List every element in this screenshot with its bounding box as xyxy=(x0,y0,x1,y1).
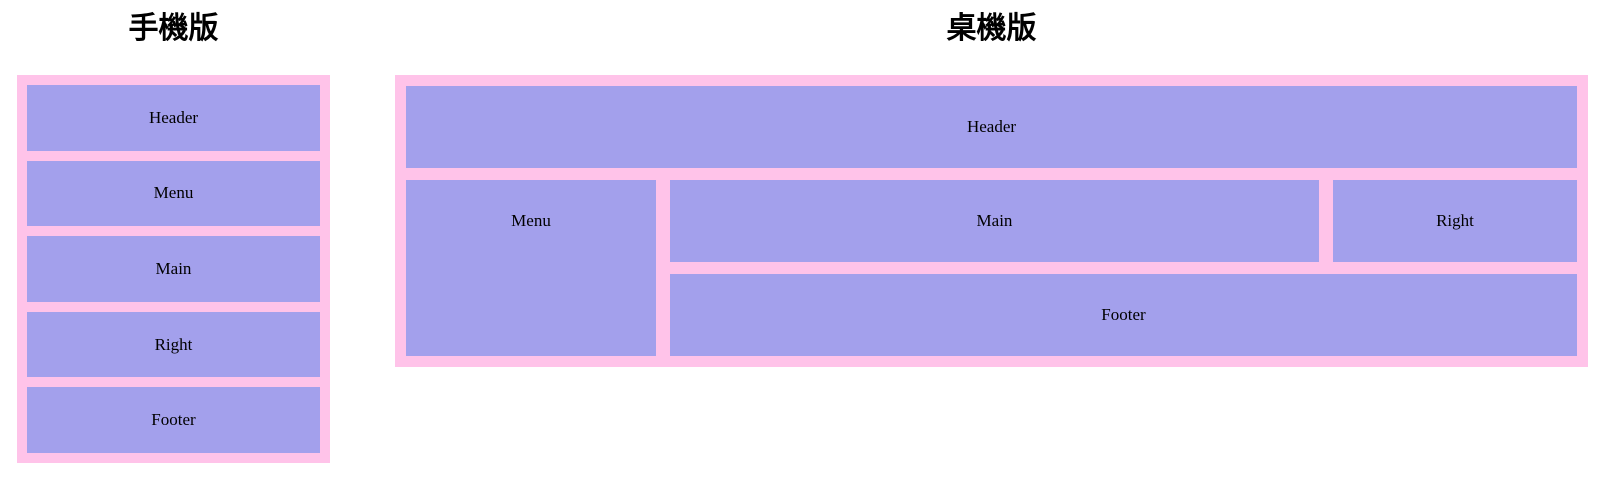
desktop-main-box: Main xyxy=(670,180,1319,262)
mobile-header-box: Header xyxy=(27,85,320,151)
desktop-section-title: 桌機版 xyxy=(946,11,1037,46)
mobile-footer-box: Footer xyxy=(27,387,320,453)
desktop-header-box: Header xyxy=(406,86,1577,168)
desktop-right-box: Right xyxy=(1333,180,1577,262)
desktop-layout-container: Header Menu Main Right Footer xyxy=(395,75,1588,367)
mobile-section-title: 手機版 xyxy=(128,11,219,46)
mobile-menu-box: Menu xyxy=(27,160,320,227)
mobile-main-box: Main xyxy=(27,236,320,302)
desktop-menu-box: Menu xyxy=(406,180,656,356)
mobile-right-box: Right xyxy=(27,311,320,378)
mobile-layout-container: Header Menu Main Right Footer xyxy=(17,75,330,463)
desktop-footer-box: Footer xyxy=(670,274,1577,356)
